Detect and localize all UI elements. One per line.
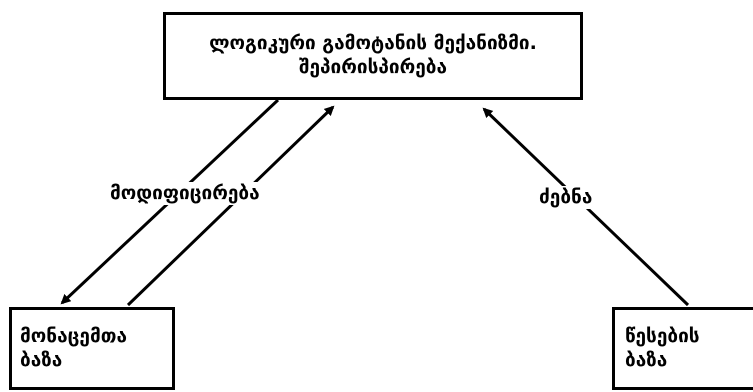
arrow-to-inference	[126, 105, 335, 307]
database-label-line1: მონაცემთა	[20, 324, 128, 347]
search-edge-label: ძებნა	[535, 186, 597, 209]
rule-base-box: წესების ბაზა	[612, 307, 753, 390]
rule-base-label-line1: წესების	[625, 324, 700, 347]
inference-engine-subtitle: შეპირისპირება	[298, 56, 448, 78]
inference-engine-box: ლოგიკური გამოტანის მექანიზმი. შეპირისპირ…	[163, 12, 583, 100]
rule-base-label-line2: ბაზა	[625, 348, 668, 371]
inference-engine-title: ლოგიკური გამოტანის მექანიზმი.	[209, 32, 537, 55]
database-label-line2: ბაზა	[20, 348, 63, 371]
database-box: მონაცემთა ბაზა	[9, 307, 175, 390]
modification-edge-label: მოდიფიცირება	[106, 182, 264, 205]
